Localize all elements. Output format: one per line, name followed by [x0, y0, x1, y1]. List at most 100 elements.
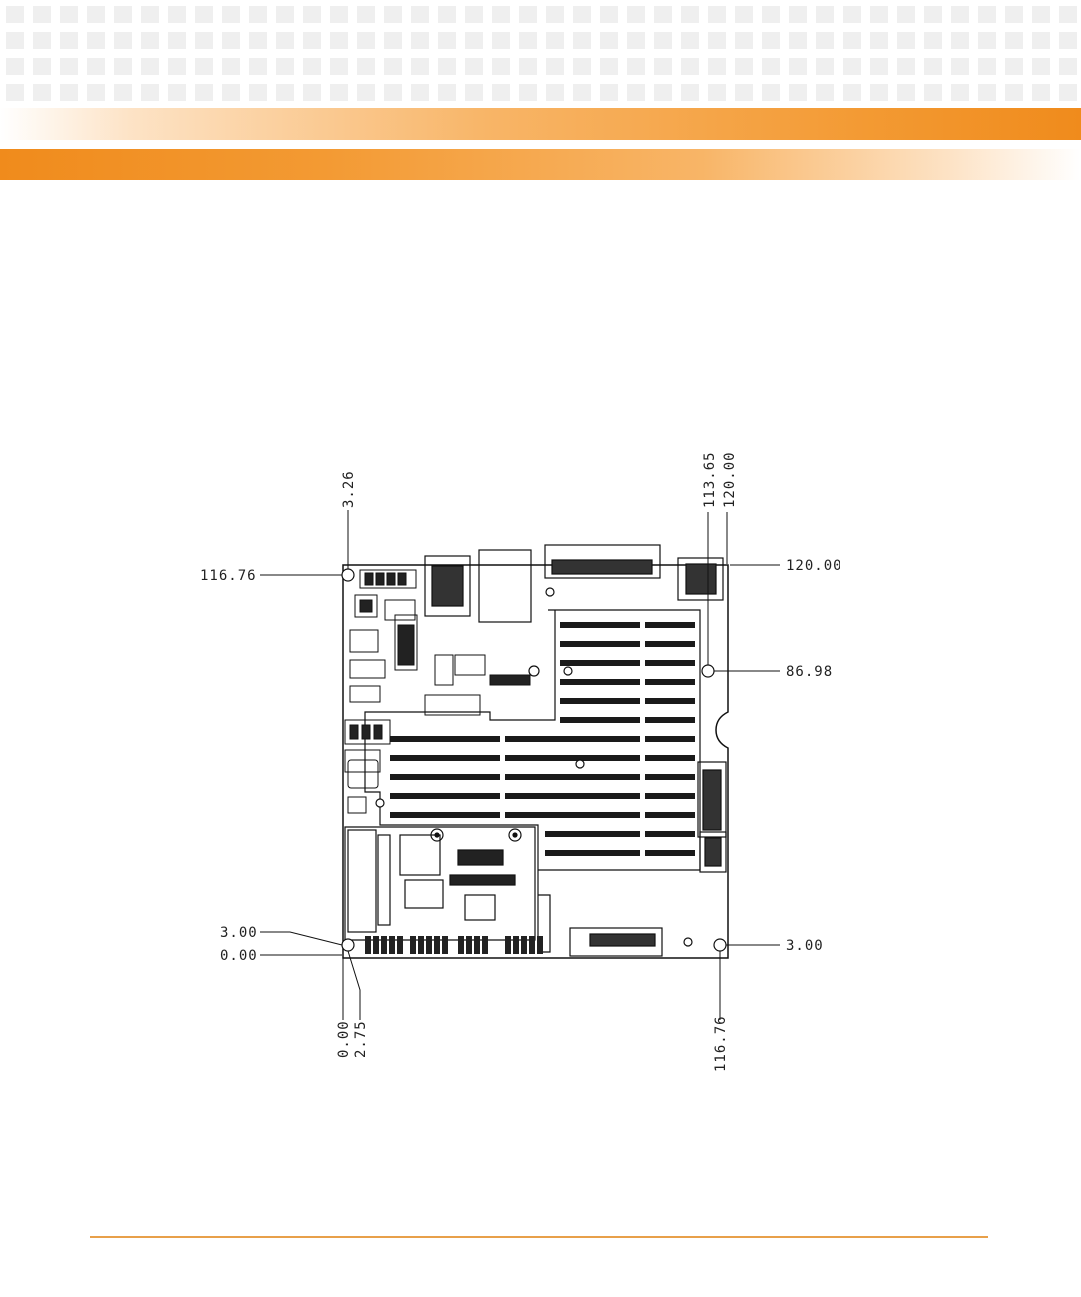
pattern-square — [411, 58, 429, 75]
pattern-square — [897, 58, 915, 75]
header-pin — [474, 936, 480, 954]
pattern-square — [978, 84, 996, 101]
heatsink-fin — [505, 774, 640, 780]
heatsink-fin — [645, 850, 695, 856]
dim-right-mid: 86.98 — [786, 664, 833, 680]
pattern-square — [600, 84, 618, 101]
pattern-square — [546, 32, 564, 49]
pattern-square — [897, 84, 915, 101]
pattern-square — [357, 32, 375, 49]
pattern-square — [843, 6, 861, 23]
pattern-square — [519, 58, 537, 75]
dim-right-top: 120.00 — [786, 558, 840, 574]
pattern-square — [627, 84, 645, 101]
heatsink-fin — [505, 812, 640, 818]
hole-bottom-left — [342, 939, 354, 951]
board-mechanical-drawing: 116.76 3.26 113.65 120.00 120.00 86.98 3… — [200, 450, 840, 1076]
pattern-square — [843, 58, 861, 75]
pattern-square — [438, 84, 456, 101]
heatsink-fin — [560, 660, 640, 666]
pattern-square — [411, 6, 429, 23]
pattern-square — [438, 6, 456, 23]
pattern-square — [1032, 84, 1050, 101]
pattern-square — [330, 84, 348, 101]
heatsink-fin — [560, 679, 640, 685]
heatsink-fin — [645, 831, 695, 837]
pattern-square — [222, 84, 240, 101]
header-pin — [410, 936, 416, 954]
pattern-square — [519, 32, 537, 49]
header-pin — [482, 936, 488, 954]
heatsink-fin — [390, 793, 500, 799]
pattern-square — [789, 6, 807, 23]
header-pin — [521, 936, 527, 954]
board-drawing-svg: 116.76 3.26 113.65 120.00 120.00 86.98 3… — [200, 450, 840, 1076]
pattern-square — [870, 58, 888, 75]
dim-top-right-2: 120.00 — [722, 451, 738, 508]
pattern-square — [195, 32, 213, 49]
pattern-square — [465, 6, 483, 23]
header-pin — [365, 936, 371, 954]
heatsink-fin — [560, 698, 640, 704]
pattern-square — [573, 6, 591, 23]
pattern-square — [654, 58, 672, 75]
pattern-square — [141, 6, 159, 23]
pattern-square — [816, 84, 834, 101]
heatsink-fin — [545, 831, 640, 837]
heatsink-fin — [645, 793, 695, 799]
hole-bottom-right — [714, 939, 726, 951]
heatsink-fin — [645, 812, 695, 818]
pattern-square — [141, 58, 159, 75]
pattern-square — [789, 32, 807, 49]
pattern-square — [492, 58, 510, 75]
pattern-square — [168, 32, 186, 49]
pattern-square — [1059, 84, 1077, 101]
pattern-square — [573, 32, 591, 49]
pattern-square — [924, 32, 942, 49]
pattern-square — [6, 32, 24, 49]
pattern-square — [492, 84, 510, 101]
pattern-square — [897, 32, 915, 49]
pattern-square — [303, 58, 321, 75]
heatsink-fin — [645, 717, 695, 723]
pattern-square — [762, 58, 780, 75]
pattern-square — [1005, 58, 1023, 75]
pattern-square — [654, 84, 672, 101]
heatsink-fin — [645, 660, 695, 666]
pattern-square — [384, 84, 402, 101]
heatsink-fin — [390, 736, 500, 742]
heatsink-fin — [560, 717, 640, 723]
pattern-square — [330, 58, 348, 75]
heatsink-fin — [645, 698, 695, 704]
pattern-square — [60, 58, 78, 75]
pattern-square — [681, 84, 699, 101]
pattern-square — [222, 6, 240, 23]
heatsink-fin — [645, 736, 695, 742]
header-pin — [458, 936, 464, 954]
pattern-square — [465, 58, 483, 75]
pattern-square — [843, 32, 861, 49]
pattern-square — [87, 84, 105, 101]
header-pin — [513, 936, 519, 954]
pattern-square — [114, 58, 132, 75]
pattern-square — [789, 58, 807, 75]
pattern-square — [627, 6, 645, 23]
pattern-square — [654, 6, 672, 23]
pattern-square — [1005, 84, 1023, 101]
pattern-square — [978, 58, 996, 75]
pattern-square — [114, 32, 132, 49]
pattern-square — [654, 32, 672, 49]
pattern-square — [249, 6, 267, 23]
header-band-bottom — [0, 149, 1081, 180]
pattern-square — [735, 58, 753, 75]
pattern-square — [1005, 32, 1023, 49]
pattern-square — [816, 32, 834, 49]
pattern-square — [1032, 6, 1050, 23]
pattern-square — [222, 32, 240, 49]
pattern-square — [924, 6, 942, 23]
pattern-square — [816, 6, 834, 23]
header-pin — [389, 936, 395, 954]
pattern-square — [114, 6, 132, 23]
pattern-square — [843, 84, 861, 101]
dim-top-left: 3.26 — [341, 470, 357, 508]
